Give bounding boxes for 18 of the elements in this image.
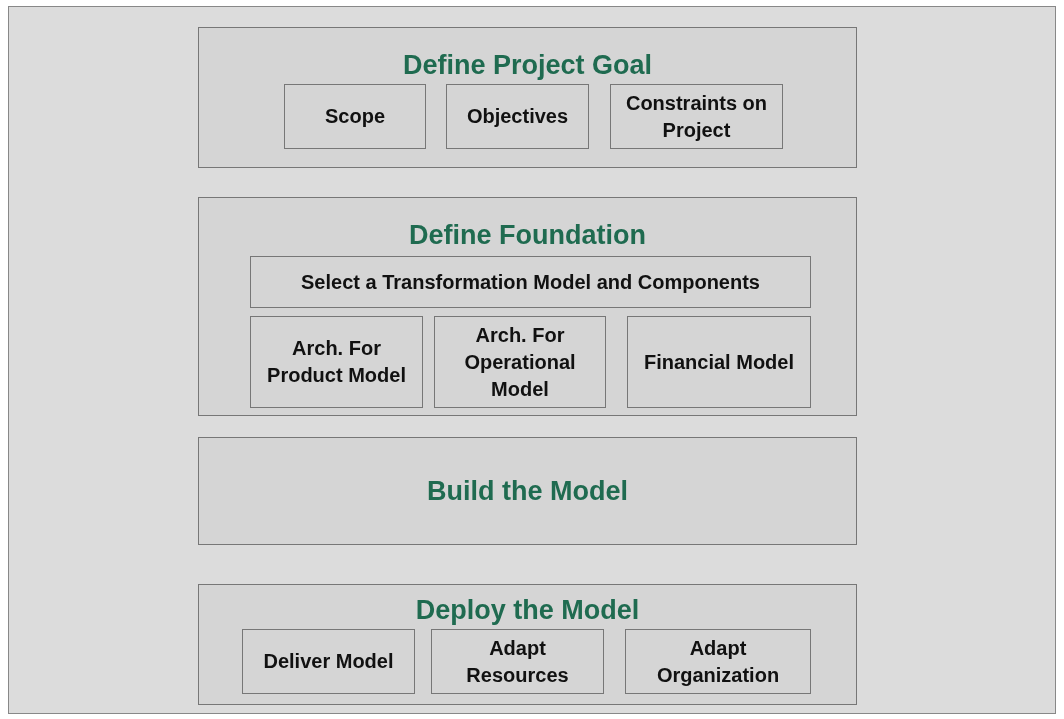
- stage-panel: [198, 584, 857, 705]
- task-box: Financial Model: [627, 316, 811, 408]
- task-box: Scope: [284, 84, 426, 149]
- task-box: Select a Transformation Model and Components: [250, 256, 811, 308]
- task-box: Adapt Resources: [431, 629, 604, 694]
- stage-panel: [198, 27, 857, 168]
- stage-title: Define Foundation: [409, 220, 646, 251]
- task-box: Arch. For Operational Model: [434, 316, 606, 408]
- stage-panel: [198, 197, 857, 416]
- task-box: Constraints on Project: [610, 84, 783, 149]
- stage-title: Define Project Goal: [402, 50, 653, 81]
- stage-title: Deploy the Model: [415, 595, 640, 626]
- stage-panel: [198, 437, 857, 545]
- stage-title: Build the Model: [427, 475, 628, 507]
- task-box: Objectives: [446, 84, 589, 149]
- task-box: Adapt Organization: [625, 629, 811, 694]
- task-box: Deliver Model: [242, 629, 415, 694]
- task-box: Arch. For Product Model: [250, 316, 423, 408]
